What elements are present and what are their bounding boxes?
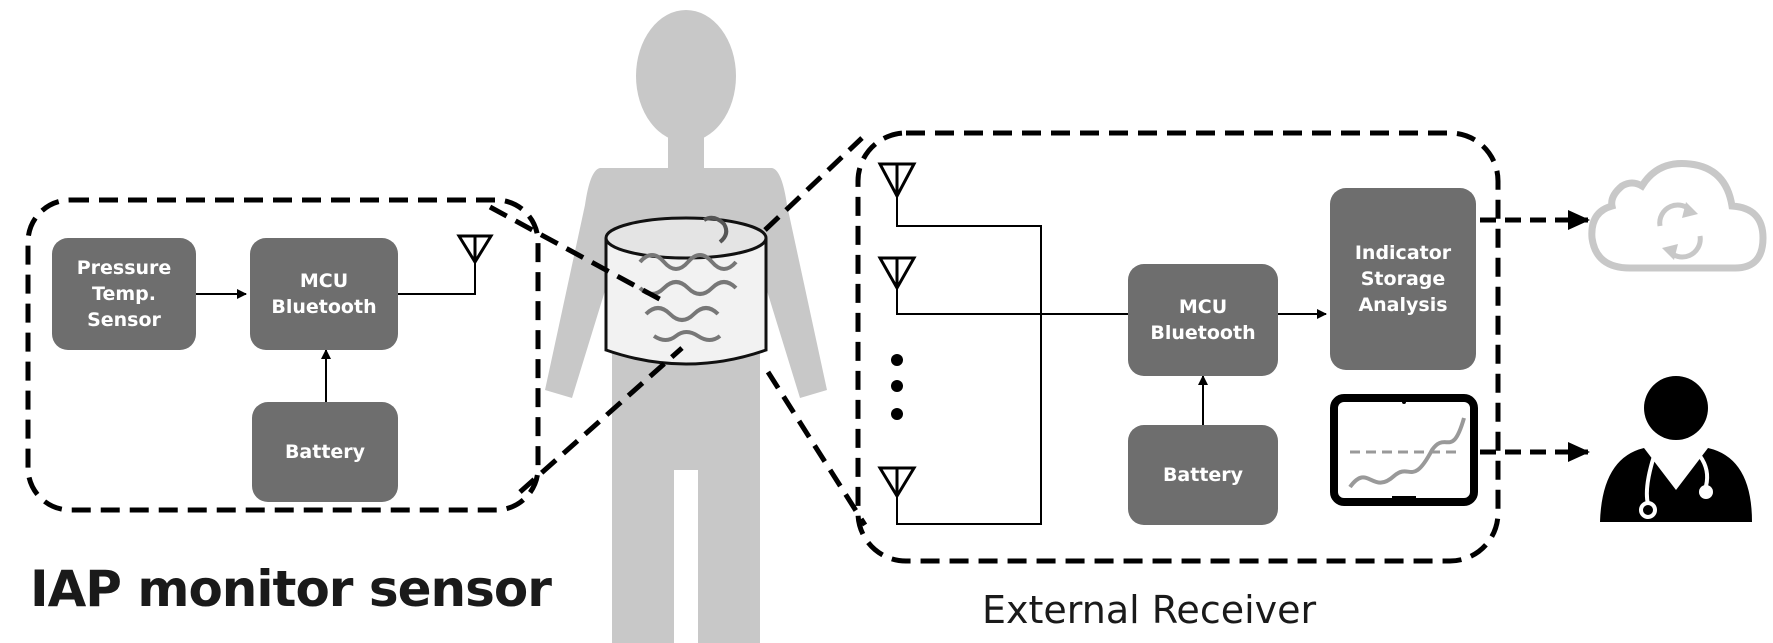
antenna-bus-lines bbox=[896, 196, 1128, 525]
sensor-title: IAP monitor sensor bbox=[30, 560, 552, 618]
antenna-icon bbox=[456, 234, 494, 265]
receiver-title: External Receiver bbox=[982, 588, 1317, 632]
receiver-boundary bbox=[855, 130, 1501, 564]
doctor-icon bbox=[1600, 376, 1752, 522]
sensor-battery-block: Battery bbox=[252, 402, 398, 502]
intestine-icon bbox=[604, 215, 768, 366]
pressure-temp-sensor-block: Pressure Temp. Sensor bbox=[52, 238, 196, 350]
zoom-lines bbox=[488, 136, 868, 527]
ellipsis-dots bbox=[891, 354, 903, 420]
receiver-mcu-bluetooth-block: MCU Bluetooth bbox=[1128, 264, 1278, 376]
cloud-sync-icon bbox=[1588, 159, 1767, 272]
indicator-storage-analysis-block: Indicator Storage Analysis bbox=[1330, 188, 1476, 370]
receiver-antennas bbox=[877, 162, 917, 499]
sensor-boundary bbox=[25, 197, 541, 513]
receiver-battery-block: Battery bbox=[1128, 425, 1278, 525]
tablet-chart-icon bbox=[1330, 394, 1478, 506]
sensor-mcu-bluetooth-block: MCU Bluetooth bbox=[250, 238, 398, 350]
mcu-to-antenna-line bbox=[398, 262, 476, 295]
